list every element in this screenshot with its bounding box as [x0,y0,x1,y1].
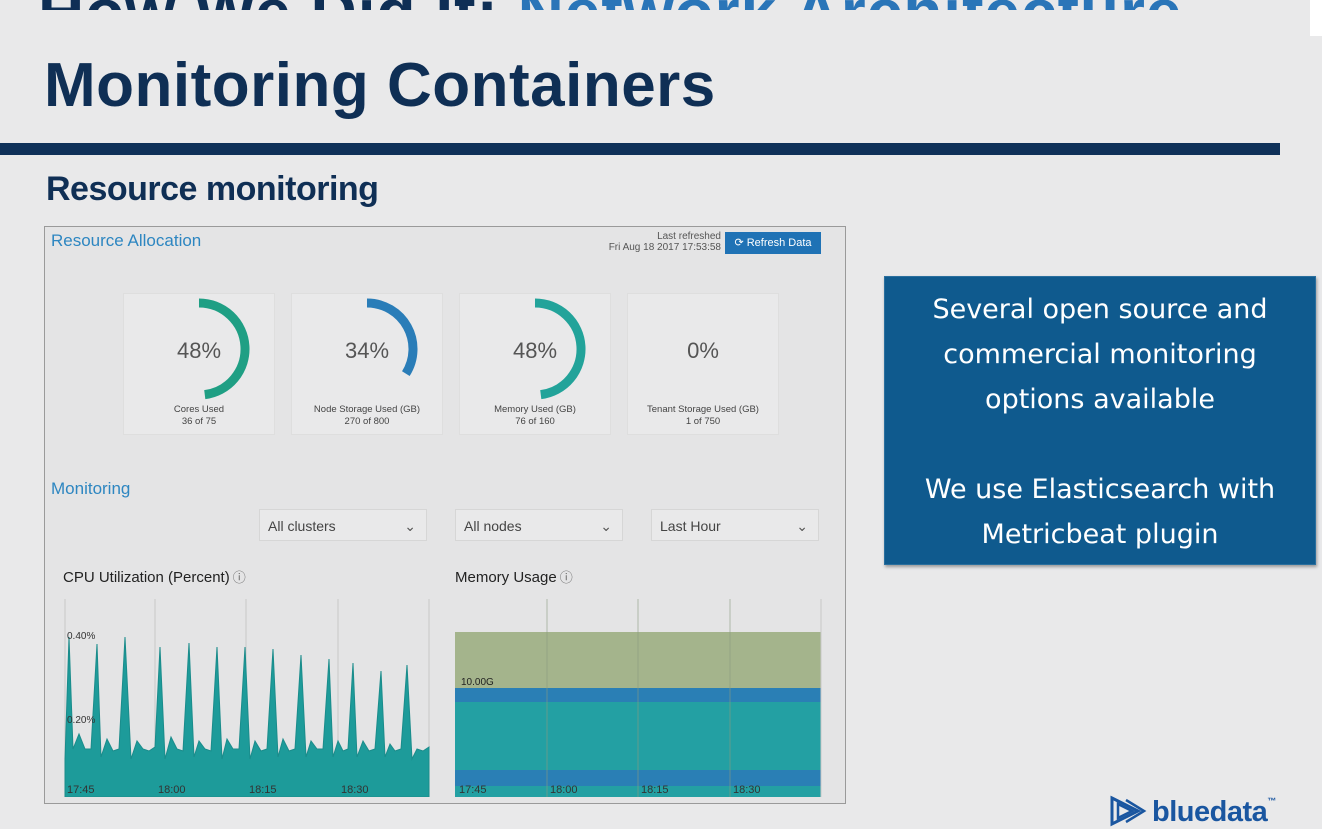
time-range-value: Last Hour [660,518,721,534]
logo-word-a: blue [1152,796,1210,828]
node-filter-select[interactable]: All nodes ⌄ [455,509,623,541]
previous-title-part-a: How We Did It: [38,0,518,10]
memory-chart-title-text: Memory Usage [455,569,557,586]
last-refreshed-label: Last refreshed [657,231,721,242]
gauge-detail: 270 of 800 [344,416,390,427]
chevron-down-icon: ⌄ [600,518,612,534]
node-filter-value: All nodes [464,518,522,534]
gauge-ring [198,298,250,400]
gauge-label-text: Memory Used (GB) [494,404,576,415]
last-refreshed: Last refreshed Fri Aug 18 2017 17:53:58 [585,231,721,253]
gauge-percent: 34% [344,338,390,363]
dashboard-screenshot: Resource Allocation Last refreshed Fri A… [44,226,846,804]
cpu-area [64,636,430,797]
gauge-arc [534,298,586,400]
gauge-percent: 48% [176,338,222,363]
gauge-tenant-storage: 0% Tenant Storage Used (GB)1 of 750 [627,293,779,435]
gauge-detail: 36 of 75 [181,416,217,427]
gauge-label: Tenant Storage Used (GB)1 of 750 [628,404,778,428]
gauge-label-text: Cores Used [173,404,225,415]
question-circle-icon[interactable]: ⓘ [559,570,573,585]
cpu-chart-title: CPU Utilization (Percent)ⓘ [63,567,246,586]
cpu-y-label: 0.20% [67,715,95,726]
monitoring-title: Monitoring [51,479,131,498]
refresh-icon: ⟳ [734,237,744,249]
corner-strip [1310,0,1322,36]
gauge-arc [198,298,250,400]
previous-slide-title: How We Did It: Network Architecture [38,0,1182,10]
gauge-ring [366,298,418,377]
cpu-y-label: 0.40% [67,631,95,642]
logo-word-b: data [1209,796,1268,828]
gauge-label: Memory Used (GB)76 of 160 [460,404,610,428]
callout-spacer [885,422,1315,467]
chevron-down-icon: ⌄ [404,518,416,534]
cluster-filter-select[interactable]: All clusters ⌄ [259,509,427,541]
slide-title: Monitoring Containers [44,51,716,120]
gauge-label-text: Tenant Storage Used (GB) [647,404,759,415]
resource-allocation-title: Resource Allocation [51,231,202,250]
gauge-percent: 0% [687,338,719,363]
question-circle-icon[interactable]: ⓘ [232,570,246,585]
memory-x-label: 18:15 [641,784,669,796]
memory-x-label: 17:45 [459,784,487,796]
cluster-filter-value: All clusters [268,518,336,534]
slide-subtitle: Resource monitoring [46,170,379,208]
cpu-x-label: 18:30 [341,784,369,796]
gauge-detail: 1 of 750 [685,416,721,427]
cpu-x-label: 18:15 [249,784,277,796]
title-divider [0,143,1280,155]
callout-line: options available [985,384,1215,415]
memory-y-label: 10.00G [461,677,494,688]
cpu-x-label: 17:45 [67,784,95,796]
gauge-percent: 48% [512,338,558,363]
bluedata-logo: bluedata™ [1108,792,1284,829]
gauge-arc [366,298,418,377]
refresh-data-button[interactable]: ⟳ Refresh Data [725,232,821,254]
gauge-node-storage: 34% Node Storage Used (GB)270 of 800 [291,293,443,435]
callout-line: commercial monitoring [943,339,1257,370]
logo-wordmark: bluedata™ [1152,796,1276,829]
previous-title-part-b: Network Architecture [518,0,1183,10]
memory-x-label: 18:00 [550,784,578,796]
callout-line: Metricbeat plugin [981,519,1219,550]
gauge-label: Node Storage Used (GB)270 of 800 [292,404,442,428]
callout-line: We use Elasticsearch with [924,474,1276,505]
cpu-x-label: 18:00 [158,784,186,796]
last-refreshed-time: Fri Aug 18 2017 17:53:58 [608,242,721,253]
cpu-utilization-chart: 0.40% 0.20% 17:45 18:00 18:15 18:30 [63,599,431,797]
chevron-down-icon: ⌄ [796,518,808,534]
memory-usage-chart: 10.00G 17:45 18:00 18:15 18:30 [455,599,823,797]
cpu-chart-title-text: CPU Utilization (Percent) [63,569,230,586]
logo-trademark: ™ [1267,796,1276,806]
gauge-ring [534,298,586,400]
refresh-button-label: Refresh Data [746,237,812,249]
gauge-label-text: Node Storage Used (GB) [313,404,421,415]
callout-box: Several open source and commercial monit… [884,276,1316,565]
time-range-select[interactable]: Last Hour ⌄ [651,509,819,541]
callout-line: Several open source and [932,294,1268,325]
memory-x-label: 18:30 [733,784,761,796]
gauge-detail: 76 of 160 [515,416,555,427]
gauge-memory-used: 48% Memory Used (GB)76 of 160 [459,293,611,435]
bluedata-logo-icon [1110,795,1147,827]
